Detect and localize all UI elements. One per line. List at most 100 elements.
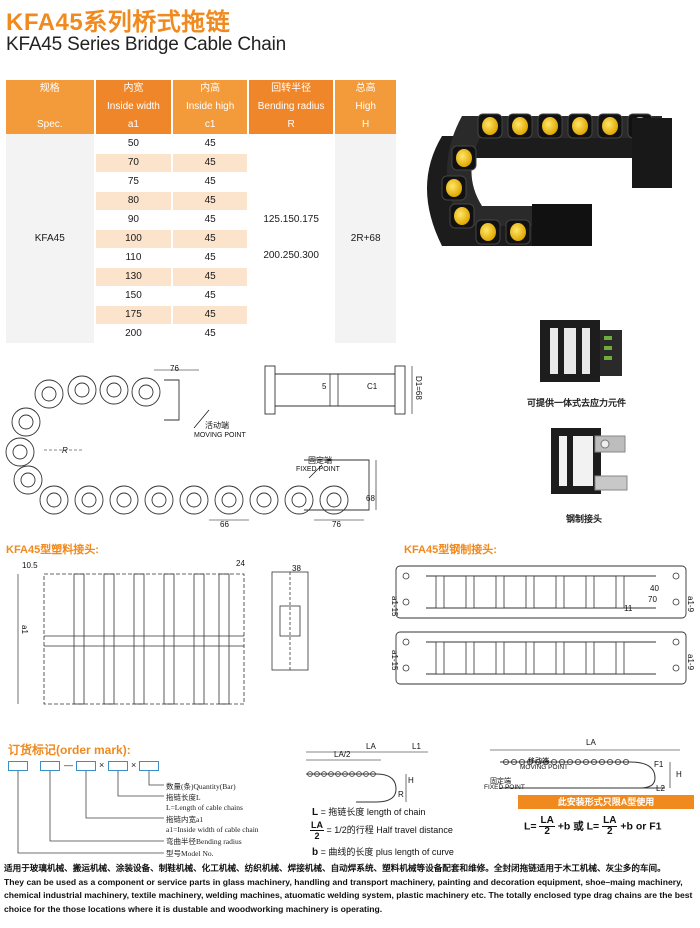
inside-width-cell: 90	[94, 210, 174, 230]
plastic-bar	[163, 573, 175, 705]
inst-h: H	[676, 770, 682, 779]
dim-76-bottom: 76	[332, 520, 341, 529]
order-item-width: 拖链内宽a1	[166, 815, 204, 824]
side-link-outer	[13, 465, 43, 495]
inside-width-cell: 75	[94, 172, 174, 192]
dim-a1-9-bottom: a1-9	[686, 654, 695, 671]
steel-bar-top	[615, 575, 625, 609]
formula-end: +b or F1	[620, 820, 662, 833]
header-high-cn: 总高	[334, 80, 398, 98]
cd-h: H	[408, 776, 414, 785]
steel-hole	[672, 638, 680, 646]
steel-bar-bottom	[465, 641, 475, 675]
dim-70: 70	[648, 595, 657, 604]
dim-66-bottom: 66	[220, 520, 229, 529]
legend-b: b = 曲线的长度 plus length of curve	[312, 845, 454, 858]
chain-length-diagram	[306, 751, 428, 803]
header-height-sym: c1	[172, 116, 249, 134]
steel-bar-top	[465, 575, 475, 609]
spec-table: 规格 内宽 内高 回转半径 总高 Inside width Inside hig…	[6, 80, 398, 344]
chain-pin	[542, 117, 558, 135]
plastic-bar	[193, 573, 205, 705]
formula-num-1: LA	[539, 815, 555, 827]
spec-header-row-en: Inside width Inside high Bending radius …	[6, 98, 398, 116]
cd-la2: LA/2	[334, 750, 351, 759]
side-link-outer	[284, 485, 314, 515]
header-width-en: Inside width	[94, 98, 174, 116]
inside-high-cell: 45	[172, 324, 249, 344]
steel-joint-title: KFA45型钢制接头:	[404, 544, 497, 556]
order-times-2: ×	[131, 760, 137, 770]
side-link-inner	[74, 382, 90, 398]
page-title-cn: KFA45系列桥式拖链	[6, 9, 231, 36]
inside-width-cell: 200	[94, 324, 174, 344]
order-box-radius	[40, 761, 60, 771]
footer-text: 适用于玻璃机械、搬运机械、涂装设备、制鞋机械、化工机械、纺织机械、焊接机械、自动…	[4, 862, 696, 916]
chain-pin	[512, 117, 528, 135]
side-link-outer	[39, 485, 69, 515]
integrated-stress-caption: 可提供一体式去应力元件	[527, 398, 627, 408]
side-link-inner	[46, 492, 62, 508]
steel-bar-bottom	[435, 641, 445, 675]
dim-a1-15-top: a1-15	[390, 596, 399, 617]
order-leader-lines	[17, 771, 164, 854]
order-box-length	[108, 761, 128, 771]
inside-high-cell: 45	[172, 210, 249, 230]
plastic-joint-drawing	[17, 573, 245, 705]
header-radius-en: Bending radius	[247, 98, 336, 116]
dim-11: 11	[624, 604, 633, 613]
formula-l-eq: L=	[524, 820, 537, 833]
steel-hole	[402, 572, 410, 580]
cd-r: R	[398, 790, 404, 799]
steel-hole	[402, 664, 410, 672]
inst-fixed-en: FIXED POINT	[484, 784, 525, 791]
legend-b-text: = 曲线的长度 plus length of curve	[320, 847, 454, 857]
high-cell: 2R+68	[334, 134, 398, 344]
inside-high-cell: 45	[172, 229, 249, 249]
formula-den-2: 2	[606, 826, 613, 837]
cd-l1: L1	[412, 742, 421, 751]
side-link-outer	[109, 485, 139, 515]
side-link-outer	[319, 485, 349, 515]
order-box-quantity	[139, 761, 159, 771]
cd-la: LA	[366, 742, 376, 751]
legend-b-symbol: b	[312, 847, 319, 858]
footer-line-en: They can be used as a component or servi…	[4, 876, 693, 914]
formula-mid: +b 或 L=	[557, 820, 600, 833]
header-high-en: High	[334, 98, 398, 116]
inside-width-cell: 130	[94, 267, 174, 287]
chain-pin	[482, 117, 498, 135]
chain-pin	[480, 223, 496, 241]
order-item-length: 拖链长度L	[166, 793, 201, 802]
bending-radius-line-2: 200.250.300	[263, 250, 319, 262]
steel-bar-bottom	[585, 641, 595, 675]
inside-width-cell: 70	[94, 153, 174, 173]
header-radius-cn: 回转半径	[247, 80, 336, 98]
fixed-point-en: FIXED POINT	[296, 466, 340, 473]
inside-high-cell: 45	[172, 191, 249, 211]
side-link-inner	[116, 492, 132, 508]
cross-section-drawing	[264, 365, 413, 415]
order-times-1: ×	[99, 760, 105, 770]
steel-bar-top	[585, 575, 595, 609]
header-width-cn: 内宽	[94, 80, 174, 98]
side-link-inner	[256, 492, 272, 508]
chain-pin	[572, 117, 588, 135]
plastic-joint-side-drawing	[271, 571, 309, 671]
chain-side-drawing	[5, 369, 377, 521]
side-link-outer	[11, 407, 41, 437]
chain-pin	[456, 149, 472, 167]
installation-banner: 此安装形式只限A型使用	[518, 795, 694, 809]
inside-high-cell: 45	[172, 172, 249, 192]
